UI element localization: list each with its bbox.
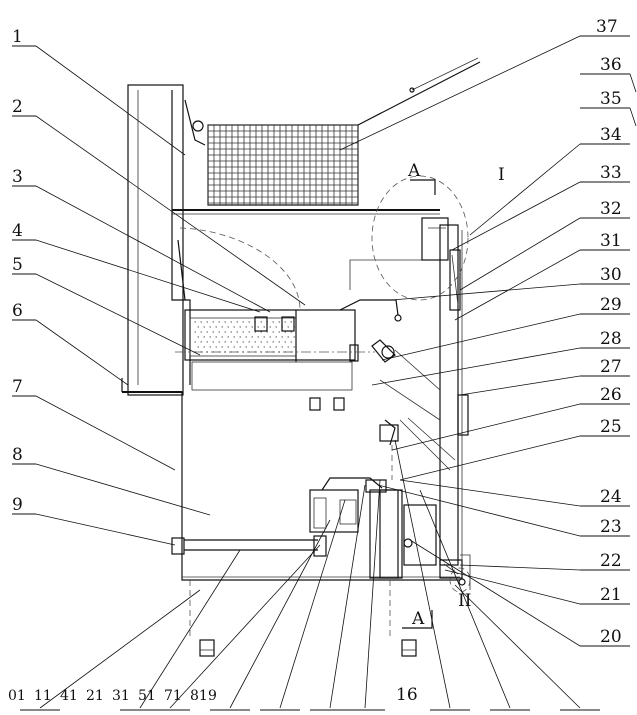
label-part-left: 1 [12,27,23,47]
label-part-bottom: 9 [208,688,217,704]
label-part-left: 6 [12,301,23,321]
part-labels: 1 2 3 4 5 6 7 8 9 37 36 35 34 33 32 31 3… [8,17,622,705]
casters [189,567,471,657]
label-part-right: 24 [600,487,622,507]
label-part-bottom: 31 [112,688,130,704]
label-part-left: 4 [12,221,23,241]
label-part-right: 32 [600,199,622,219]
label-part-right: 30 [600,265,622,285]
label-part-right: 33 [600,163,622,183]
label-part-left: 3 [12,167,23,187]
label-part-bottom: 21 [86,688,104,704]
label-part-right: 34 [600,125,622,145]
label-part-bottom: 41 [60,688,78,704]
label-part-left: 7 [12,377,23,397]
machine-body [121,84,469,581]
label-part-left: 9 [12,495,23,515]
label-part-right: 26 [600,385,622,405]
label-part-right: 35 [600,89,622,109]
label-part-left: 5 [12,255,23,275]
label-part-bottom: 11 [34,688,52,704]
label-part-right: 23 [600,517,622,537]
label-part-right: 36 [600,55,622,75]
label-part-left: 8 [12,445,23,465]
label-part-right: 37 [596,17,618,37]
label-part-bottom: 81 [190,688,208,704]
pipework [171,175,469,579]
label-part-bottom: 71 [164,688,182,704]
detail-mark-2: II [458,591,471,611]
label-part-right: 28 [600,329,622,349]
label-part-right: 31 [600,231,622,251]
label-part-right: 25 [600,417,622,437]
label-part-right: 20 [600,627,622,647]
label-part-16: 16 [396,685,418,705]
label-part-bottom: 01 [8,688,26,704]
section-mark-a-top: A [407,161,421,181]
label-part-left: 2 [12,97,23,117]
label-part-right: 27 [600,357,622,377]
label-part-right: 29 [600,295,622,315]
label-part-right: 21 [600,585,622,605]
label-part-right: 22 [600,551,622,571]
oil-tank [175,227,375,411]
label-part-bottom: 51 [138,688,156,704]
leader-lines [12,35,637,711]
detail-mark-1: I [498,165,505,185]
section-mark-a-bottom: A [411,609,425,629]
frying-basket [184,57,481,206]
section-markers [402,179,471,629]
